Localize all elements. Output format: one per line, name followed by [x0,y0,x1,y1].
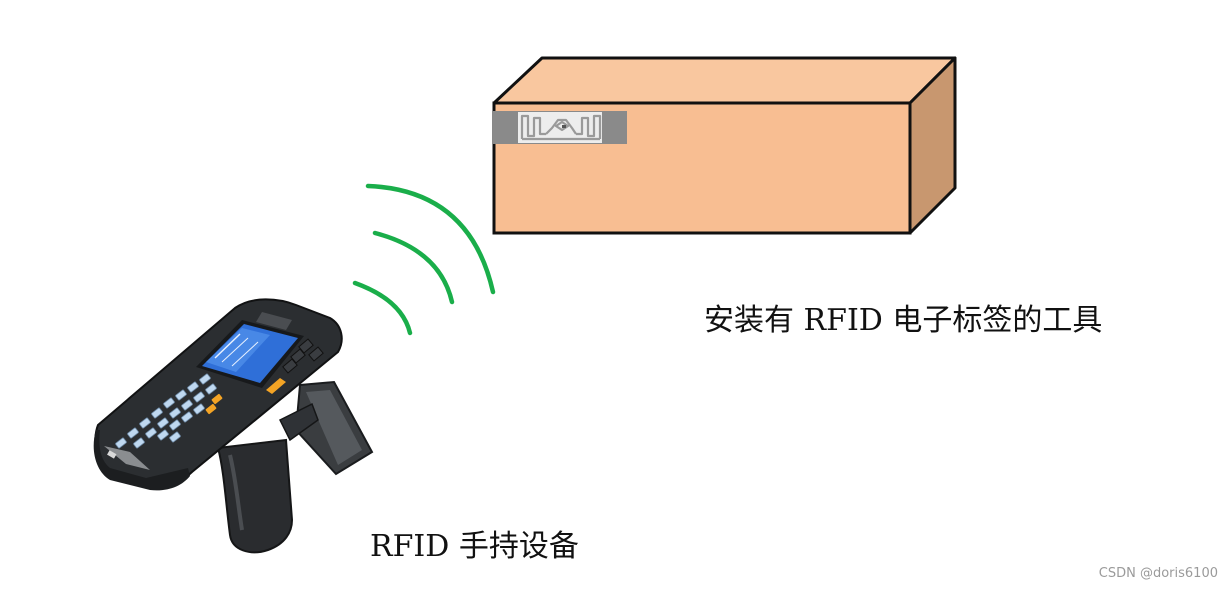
signal-wave-inner [352,280,413,336]
tool-with-rfid-tag-label: 安装有 RFID 电子标签的工具 [704,303,1103,338]
signal-wave-middle [372,230,455,305]
rfid-handheld-device-label: RFID 手持设备 [370,529,579,564]
watermark: CSDN @doris6100 [1098,566,1218,581]
signal-wave-outer [365,183,496,295]
wireless-signal-icon [352,183,496,336]
rfid-handheld-reader-icon [93,298,374,554]
rfid-tag-icon [493,111,627,144]
box-top-face [492,56,957,105]
cardboard-box-icon [492,56,957,235]
